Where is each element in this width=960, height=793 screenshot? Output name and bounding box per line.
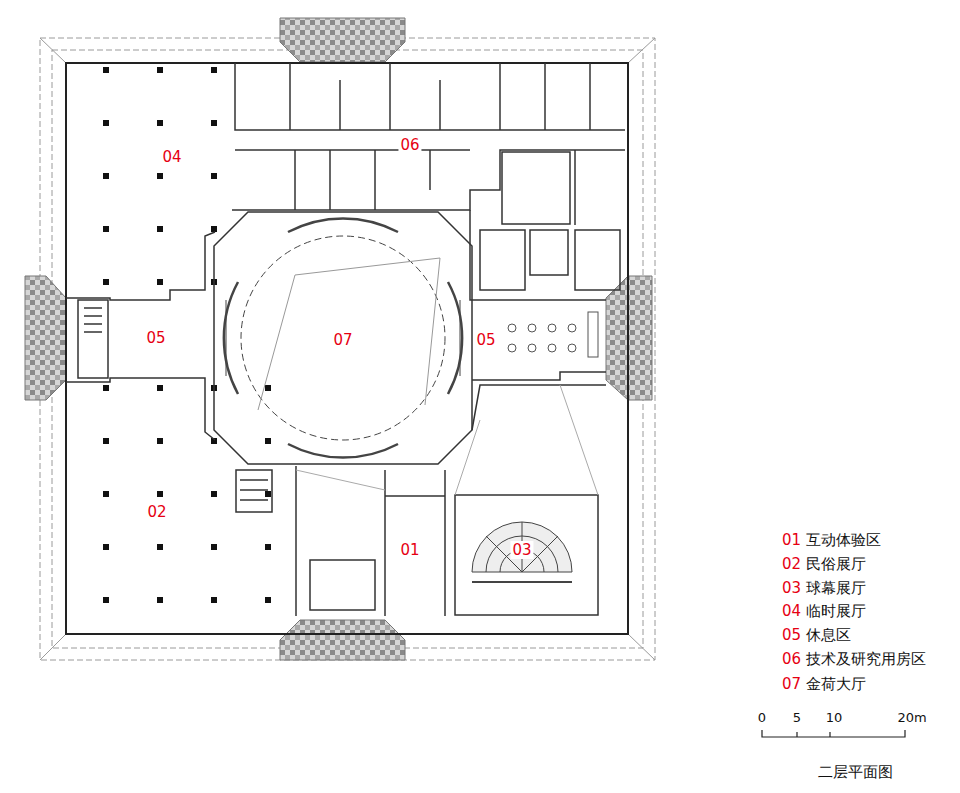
legend-number: 07 xyxy=(782,675,801,693)
room-number: 07 xyxy=(331,331,354,349)
room-number: 05 xyxy=(474,331,497,349)
scale-number: 10 xyxy=(826,710,843,726)
legend-number: 02 xyxy=(782,555,801,573)
room-number: 05 xyxy=(144,329,167,347)
site-outline xyxy=(40,38,655,660)
scale-bar xyxy=(762,730,905,737)
scale-number: 0 xyxy=(758,710,766,726)
legend-text: 临时展厅 xyxy=(806,602,866,620)
scale-number: 20m xyxy=(897,710,926,726)
hall-inner xyxy=(224,218,462,457)
right-hall-lines xyxy=(296,385,598,495)
dome-theatre xyxy=(472,522,572,582)
entrance-paving xyxy=(25,18,652,660)
legend-number: 05 xyxy=(782,626,801,644)
legend-text: 互动体验区 xyxy=(806,531,881,549)
legend-text: 技术及研究用房区 xyxy=(806,650,926,668)
legend-number: 01 xyxy=(782,531,801,549)
legend-number: 03 xyxy=(782,579,801,597)
room-number: 03 xyxy=(510,541,533,559)
legend-text: 休息区 xyxy=(806,626,851,644)
room-number: 04 xyxy=(160,148,183,166)
exterior-walls xyxy=(66,63,628,634)
room-number: 01 xyxy=(398,541,421,559)
legend-text: 金荷大厅 xyxy=(806,675,866,693)
columns xyxy=(70,66,626,616)
legend-text: 民俗展厅 xyxy=(806,555,866,573)
cafe-tables xyxy=(508,312,598,357)
legend-number: 06 xyxy=(782,650,801,668)
drawing-caption: 二层平面图 xyxy=(818,763,893,782)
legend-number: 04 xyxy=(782,602,801,620)
interior-walls xyxy=(66,63,625,616)
room-number: 02 xyxy=(145,503,168,521)
legend-text: 球幕展厅 xyxy=(806,579,866,597)
scale-number: 5 xyxy=(793,710,801,726)
room-number: 06 xyxy=(398,136,421,154)
